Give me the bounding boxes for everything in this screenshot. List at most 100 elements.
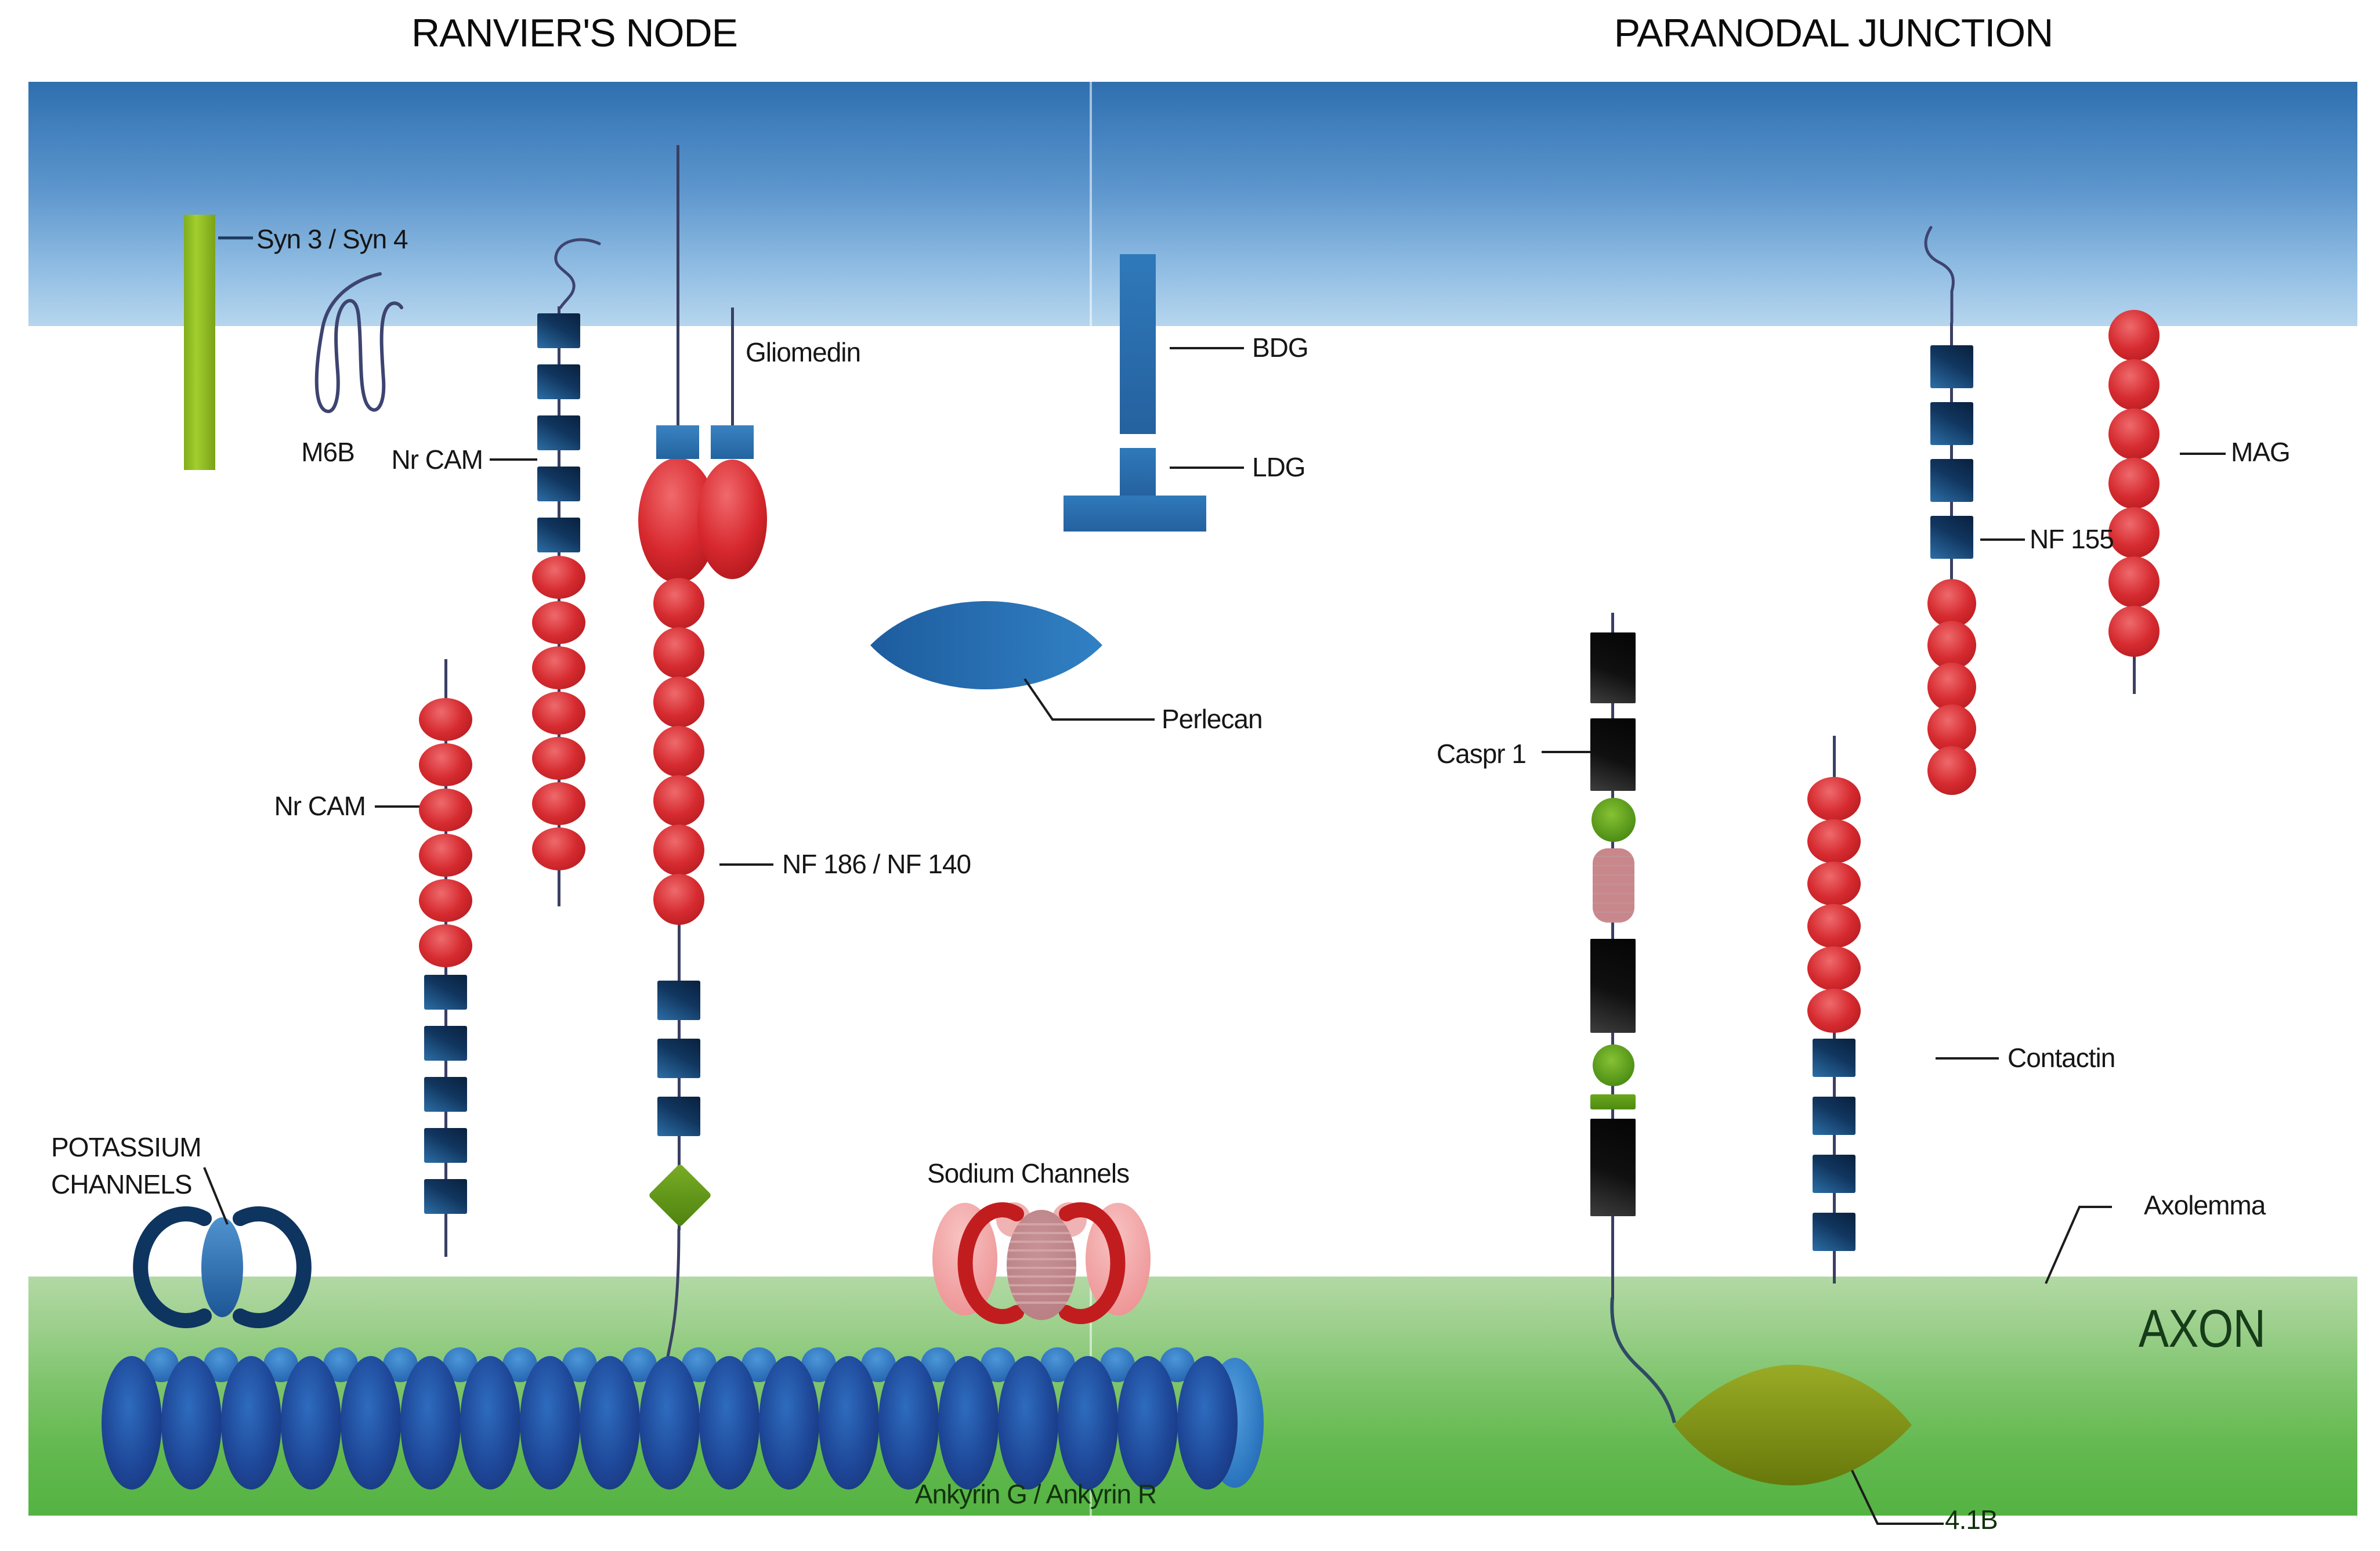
nf155-squiggle xyxy=(1924,226,1955,324)
contactin-ig-square xyxy=(1813,1039,1855,1077)
nrcam-lower-fn-bead xyxy=(419,743,472,786)
potassium-channel-icon xyxy=(133,1206,312,1328)
nrcam-upper-squiggle xyxy=(554,238,601,309)
contactin-ig-square xyxy=(1813,1097,1855,1135)
ankyrin-big-bead xyxy=(1058,1356,1118,1489)
m6b-protein-squiggle xyxy=(314,272,403,413)
nf155-bead xyxy=(1927,704,1976,753)
nf155-bead xyxy=(1927,663,1976,711)
nf155-ig-square xyxy=(1930,516,1973,559)
syn-label: Syn 3 / Syn 4 xyxy=(256,224,408,254)
nrcam-lower-ig-square xyxy=(424,1026,467,1061)
caspr-green-domain-1 xyxy=(1592,798,1636,842)
nrcam-upper-ig-square xyxy=(537,415,580,450)
panel-divider-line xyxy=(1090,82,1092,1516)
sodium-label: Sodium Channels xyxy=(927,1158,1130,1188)
caspr-green-domain-2 xyxy=(1593,1044,1634,1086)
ankyrin-big-bead xyxy=(460,1356,520,1489)
potassium-leader-line xyxy=(203,1167,229,1225)
ankyrin-big-bead xyxy=(161,1356,222,1489)
title-paranodal-junction: PARANODAL JUNCTION xyxy=(1614,11,2054,55)
perlecan-lens xyxy=(870,601,1102,689)
gliomedin-label: Gliomedin xyxy=(746,337,861,367)
contactin-ig-square xyxy=(1813,1213,1855,1251)
nrcam-lower-fn-bead xyxy=(419,698,472,741)
ldg-block-stem xyxy=(1120,448,1156,497)
nrcam-lower-ig-square xyxy=(424,975,467,1010)
nrcam-upper-ig-square xyxy=(537,313,580,348)
nrcam-lower-ig-square xyxy=(424,1128,467,1163)
contactin-bead xyxy=(1807,777,1861,821)
axon-label: AXON xyxy=(2138,1299,2266,1358)
four-one-b-lens xyxy=(1674,1365,1912,1485)
nrcam-upper-fn-bead xyxy=(532,737,585,780)
ankyrin-big-bead xyxy=(1117,1356,1178,1489)
title-ranviers-node: RANVIER'S NODE xyxy=(411,11,738,55)
gliomedin-head-square-1 xyxy=(656,425,699,459)
ankyrin-big-bead xyxy=(639,1356,700,1489)
contactin-ig-square xyxy=(1813,1155,1855,1193)
caspr-tail-curve xyxy=(1610,1297,1676,1423)
nrcam-lower-fn-bead xyxy=(419,879,472,922)
ankyrin-big-bead xyxy=(938,1356,999,1489)
ankyrin-label: Ankyrin G / Ankyrin R xyxy=(914,1479,1157,1509)
four-one-b-label: 4.1B xyxy=(1945,1505,1998,1535)
ankyrin-big-bead xyxy=(341,1356,401,1489)
nrcam-lower-ig-square xyxy=(424,1077,467,1112)
nrcam-upper-fn-bead xyxy=(532,692,585,735)
nrcam-lower-fn-bead xyxy=(419,834,472,877)
nf155-label: NF 155 xyxy=(2030,524,2114,554)
nf186-bead xyxy=(653,627,704,678)
ankyrin-big-bead xyxy=(878,1356,939,1489)
nrcam-upper-ig-square xyxy=(537,364,580,399)
contactin-label: Contactin xyxy=(2008,1043,2115,1073)
nrcam-upper-ig-square xyxy=(537,467,580,501)
mag-bead xyxy=(2108,458,2160,509)
potassium-label-line1: POTASSIUM xyxy=(51,1132,202,1162)
mag-stub xyxy=(2133,650,2136,694)
nrcam-lower-ig-square xyxy=(424,1179,467,1214)
gliomedin-stalk-2 xyxy=(731,308,734,429)
syn3-syn4-bar xyxy=(184,215,215,470)
bdg-label: BDG xyxy=(1252,332,1309,363)
ankyrin-big-bead xyxy=(759,1356,819,1489)
caspr-black-domain-1 xyxy=(1590,632,1636,703)
sodium-channel-icon xyxy=(932,1202,1151,1324)
nrcam-upper-label: Nr CAM xyxy=(391,444,483,475)
nf186-bead xyxy=(653,677,704,728)
ankyrin-big-bead xyxy=(400,1356,461,1489)
perlecan-label: Perlecan xyxy=(1162,704,1263,734)
ldg-label: LDG xyxy=(1252,452,1306,482)
contactin-bead xyxy=(1807,989,1861,1033)
nf155-ig-square xyxy=(1930,345,1973,388)
contactin-bead xyxy=(1807,946,1861,990)
nf186-bead xyxy=(653,825,704,876)
nrcam-upper-fn-bead xyxy=(532,827,585,870)
gliomedin-globular-domain-1 xyxy=(638,458,717,583)
contactin-bead xyxy=(1807,819,1861,863)
axolemma-leader-line xyxy=(2045,1206,2112,1284)
nf155-bead xyxy=(1927,746,1976,795)
myelin-membrane-band xyxy=(28,82,2357,326)
mag-bead xyxy=(2108,507,2160,558)
nf186-ig-square xyxy=(657,981,700,1020)
nrcam-lower-label: Nr CAM xyxy=(274,791,366,821)
nrcam-upper-fn-bead xyxy=(532,782,585,825)
contactin-bead xyxy=(1807,862,1861,906)
axolemma-label: Axolemma xyxy=(2144,1190,2266,1220)
nrcam-lower-fn-bead xyxy=(419,789,472,831)
gliomedin-stalk-1 xyxy=(677,145,679,429)
nf155-ig-square xyxy=(1930,459,1973,502)
bdg-block xyxy=(1120,254,1156,434)
ankyrin-big-bead xyxy=(281,1356,341,1489)
nrcam-upper-fn-bead xyxy=(532,646,585,689)
contactin-bead xyxy=(1807,904,1861,948)
ankyrin-big-bead xyxy=(819,1356,879,1489)
gliomedin-head-square-2 xyxy=(711,425,754,459)
ankyrin-big-bead xyxy=(580,1356,640,1489)
m6b-label: M6B xyxy=(301,437,355,467)
nf186-bead xyxy=(653,775,704,826)
mag-bead xyxy=(2108,359,2160,410)
ankyrin-big-bead xyxy=(520,1356,580,1489)
